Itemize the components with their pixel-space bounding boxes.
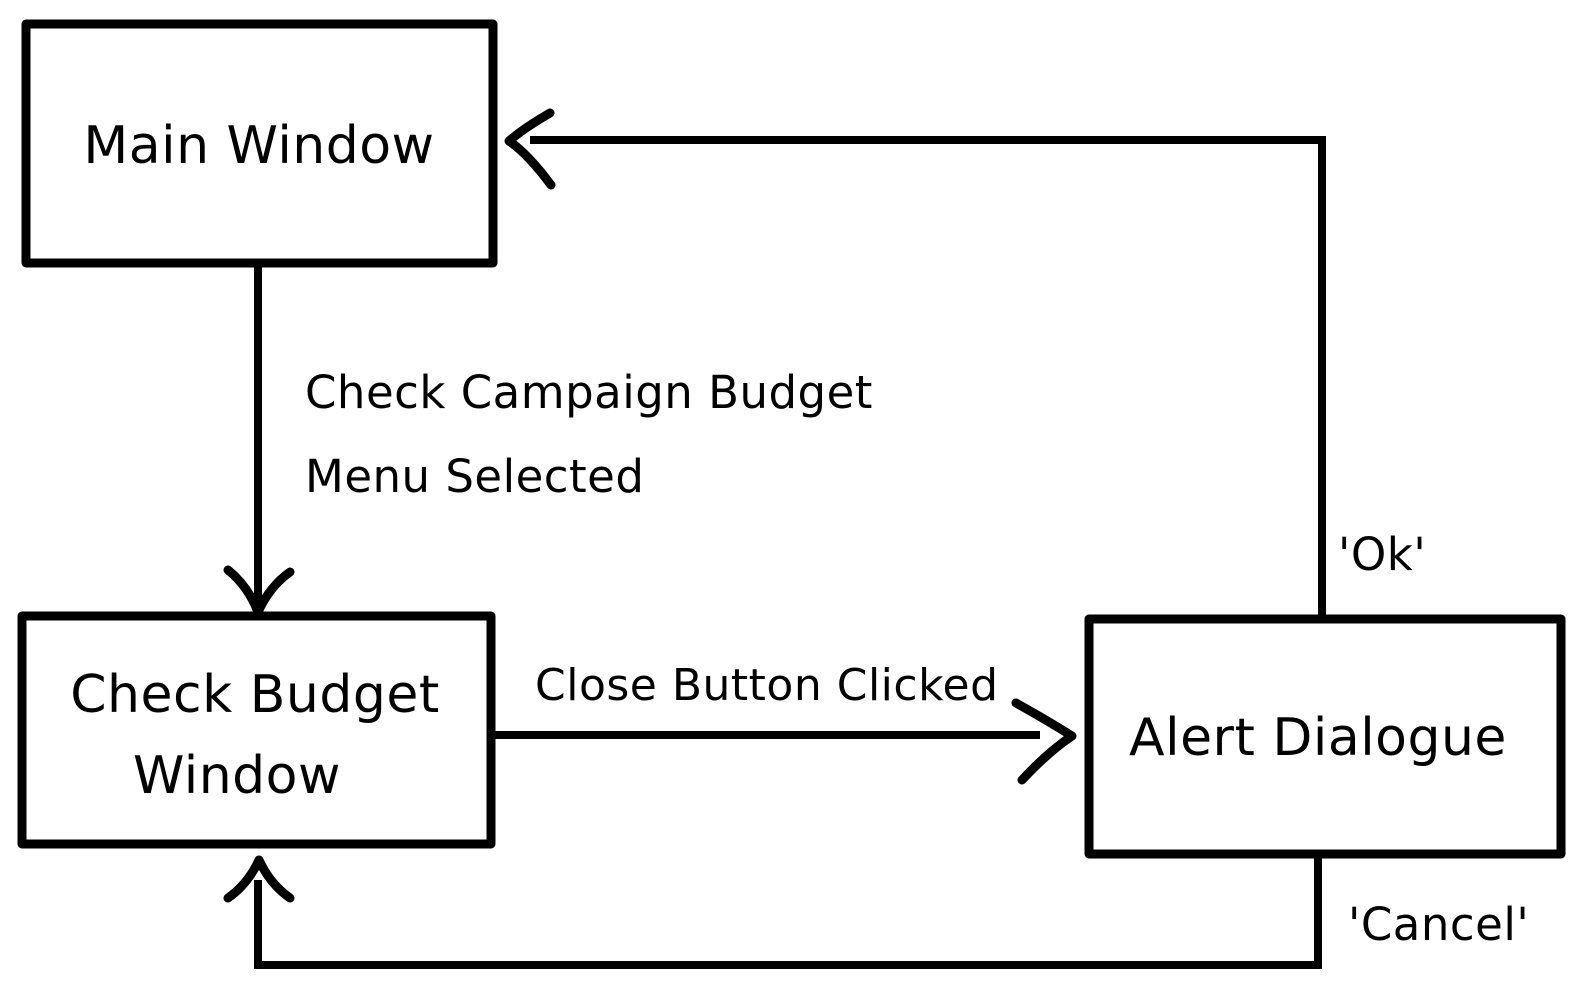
edge-menu-selected xyxy=(223,262,295,617)
arrowhead-up-icon xyxy=(223,855,295,903)
arrowhead-right-icon xyxy=(1011,698,1077,785)
edge-cancel-label: 'Cancel' xyxy=(1348,898,1529,951)
node-main-window-box[interactable] xyxy=(21,19,498,268)
node-alert-dialogue[interactable]: Alert Dialogue xyxy=(1084,614,1566,859)
edge-menu-selected-label-line2: Menu Selected xyxy=(305,450,644,503)
node-check-budget-window-label-line2: Window xyxy=(133,746,341,806)
edge-menu-selected-label-line1: Check Campaign Budget xyxy=(305,366,873,419)
edge-ok-line xyxy=(530,136,1326,615)
edge-close-button-label: Close Button Clicked xyxy=(535,660,999,711)
node-check-budget-window-label-line1: Check Budget xyxy=(70,665,440,725)
edge-menu-selected-label: Check Campaign Budget Menu Selected xyxy=(305,366,873,503)
edge-close-button xyxy=(492,698,1077,785)
node-alert-dialogue-label: Alert Dialogue xyxy=(1129,708,1507,768)
node-alert-dialogue-box[interactable] xyxy=(1084,614,1566,859)
node-main-window[interactable]: Main Window xyxy=(21,19,498,268)
edge-ok-label: 'Ok' xyxy=(1338,528,1426,581)
node-check-budget-window-box[interactable] xyxy=(17,611,496,849)
arrowhead-left-icon xyxy=(504,108,556,190)
node-check-budget-window[interactable]: Check Budget Window xyxy=(17,611,496,849)
edge-cancel xyxy=(223,855,1322,969)
node-main-window-label: Main Window xyxy=(83,116,434,176)
edge-ok xyxy=(504,108,1326,615)
edge-cancel-line xyxy=(254,855,1322,969)
